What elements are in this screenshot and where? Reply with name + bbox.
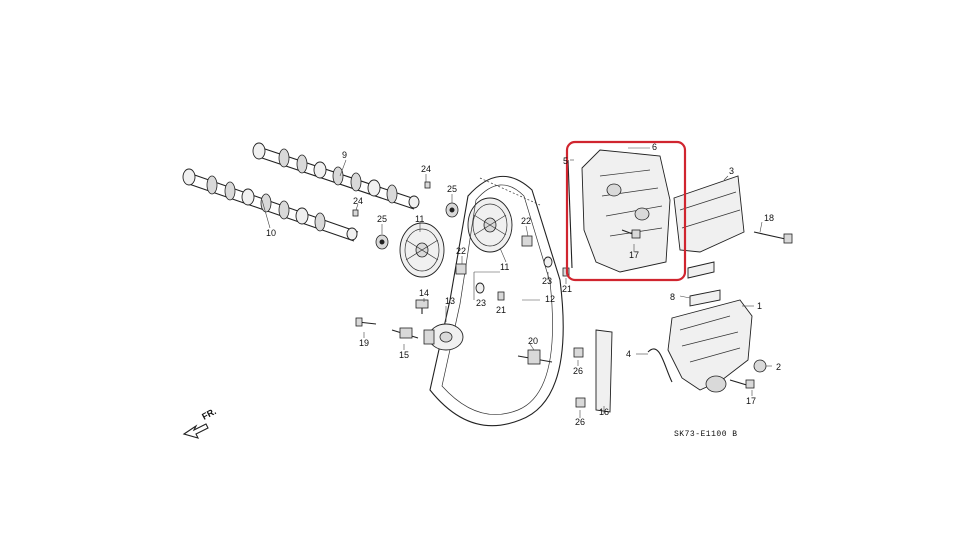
- label-17-lower: 17: [746, 396, 756, 406]
- label-25-left: 25: [377, 214, 387, 224]
- cam-pulley-key-25-left[interactable]: [375, 234, 389, 250]
- bolt-17-lower[interactable]: [729, 379, 755, 389]
- label-6: 6: [652, 142, 657, 152]
- label-14: 14: [419, 288, 429, 298]
- label-26-upper: 26: [573, 366, 583, 376]
- crank-bolt-20[interactable]: [517, 349, 553, 365]
- label-22-lower: 22: [456, 246, 466, 256]
- tensioner-pulley-13[interactable]: [423, 323, 464, 351]
- diagram-code: SK73-E1100 B: [674, 430, 738, 439]
- label-9: 9: [342, 150, 347, 160]
- label-5: 5: [563, 156, 568, 166]
- cover-seal-4[interactable]: [647, 348, 673, 383]
- label-17-upper: 17: [629, 250, 639, 260]
- bolt-22-lower[interactable]: [455, 263, 467, 275]
- label-18: 18: [764, 213, 774, 223]
- part-labels: 9 10 11 11 24 24 25 25 22 22 23 23 21 21…: [266, 142, 781, 427]
- label-11-right: 11: [500, 262, 509, 272]
- tensioner-spring-15[interactable]: [391, 327, 419, 339]
- label-22-upper: 22: [521, 216, 531, 226]
- cam-pulley-left[interactable]: [399, 222, 445, 278]
- bolt-22-upper[interactable]: [521, 235, 533, 247]
- front-marker-label: FR.: [200, 406, 217, 422]
- dowel-pin-24-lower[interactable]: [352, 209, 359, 217]
- washer-23-upper[interactable]: [543, 256, 553, 268]
- label-23-lower: 23: [476, 298, 486, 308]
- label-4: 4: [626, 349, 631, 359]
- cam-pulley-right[interactable]: [467, 197, 513, 253]
- bolt-18[interactable]: [753, 231, 793, 244]
- label-25-right: 25: [447, 184, 457, 194]
- bolt-19[interactable]: [355, 317, 377, 327]
- label-24-lower: 24: [353, 196, 363, 206]
- label-8: 8: [670, 292, 675, 302]
- label-13: 13: [445, 296, 455, 306]
- camshaft-lower[interactable]: [182, 168, 359, 242]
- label-19: 19: [359, 338, 369, 348]
- timing-belt[interactable]: [429, 175, 564, 427]
- tensioner-bolt-14[interactable]: [415, 299, 429, 314]
- label-26-lower: 26: [575, 417, 585, 427]
- bolt-26-lower[interactable]: [575, 397, 586, 408]
- label-23-upper: 23: [542, 276, 552, 286]
- front-marker: FR.: [182, 406, 218, 439]
- leader-lines: [261, 147, 772, 418]
- washer-23-lower[interactable]: [475, 282, 485, 294]
- front-arrow-icon: [182, 423, 209, 439]
- lower-cover-1[interactable]: [667, 299, 753, 393]
- highlight-box: [565, 140, 687, 282]
- camshaft-upper[interactable]: [252, 142, 420, 210]
- label-1: 1: [757, 301, 762, 311]
- dowel-pin-24-upper[interactable]: [424, 181, 431, 189]
- side-cover-3[interactable]: [673, 175, 745, 253]
- guide-plate-16[interactable]: [595, 329, 613, 413]
- bolt-26-upper[interactable]: [573, 347, 584, 358]
- label-11-left: 11: [415, 214, 424, 224]
- label-20: 20: [528, 336, 538, 346]
- label-12: 12: [545, 294, 555, 304]
- bolt-21-center[interactable]: [497, 291, 505, 301]
- cap-2[interactable]: [753, 359, 767, 373]
- label-2: 2: [776, 362, 781, 372]
- label-3: 3: [729, 166, 734, 176]
- cam-pulley-key-25-right[interactable]: [445, 202, 459, 218]
- seal-8[interactable]: [689, 289, 721, 307]
- label-15: 15: [399, 350, 409, 360]
- bolt-17-upper[interactable]: [621, 229, 641, 239]
- clip-8-upper[interactable]: [687, 261, 715, 279]
- label-21-center: 21: [496, 305, 506, 315]
- label-10: 10: [266, 228, 276, 238]
- label-16: 16: [599, 407, 609, 417]
- seal-5[interactable]: [567, 159, 573, 269]
- label-21-right: 21: [562, 284, 572, 294]
- upper-cover-6[interactable]: [581, 149, 671, 273]
- label-24-upper: 24: [421, 164, 431, 174]
